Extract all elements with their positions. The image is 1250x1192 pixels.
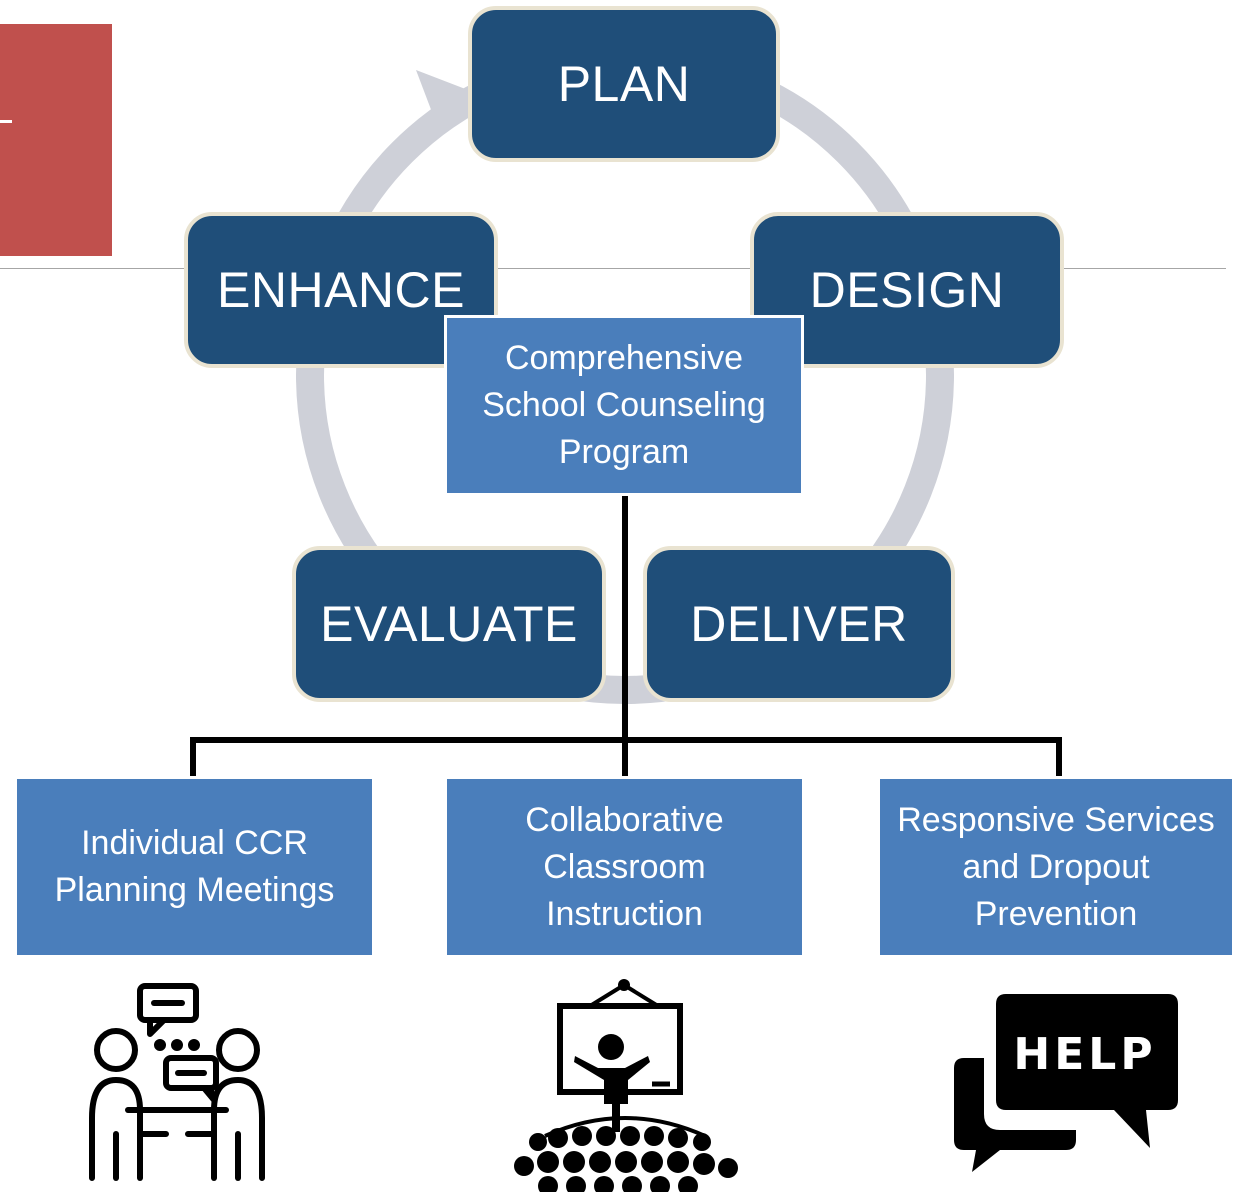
component-1-line-2: Planning Meetings bbox=[54, 871, 335, 909]
component-box-classroom-instruction: Collaborative Classroom Instruction bbox=[447, 779, 802, 955]
accent-block-mark bbox=[0, 120, 12, 123]
component-3-line-2: and Dropout bbox=[962, 847, 1150, 886]
component-3-line-1: Responsive Services bbox=[897, 800, 1215, 839]
program-line-2: School Counseling bbox=[482, 386, 766, 424]
component-box-responsive-services: Responsive Services and Dropout Preventi… bbox=[880, 779, 1232, 955]
program-box: Comprehensive School Counseling Program bbox=[444, 315, 804, 496]
accent-block bbox=[0, 24, 112, 256]
help-icon-text: HELP bbox=[1013, 1029, 1157, 1080]
stage-deliver: DELIVER bbox=[643, 546, 955, 702]
program-line-3: Program bbox=[558, 433, 690, 471]
classroom-teacher-icon bbox=[514, 979, 738, 1192]
cycle-arrow-head bbox=[416, 70, 468, 128]
component-3-line-3: Prevention bbox=[974, 894, 1138, 933]
stage-evaluate: EVALUATE bbox=[292, 546, 606, 702]
component-2-line-3: Instruction bbox=[546, 894, 703, 933]
component-1-line-1: Individual CCR bbox=[81, 824, 308, 862]
stage-plan: PLAN bbox=[468, 6, 780, 162]
component-box-individual-ccr: Individual CCR Planning Meetings bbox=[17, 779, 372, 955]
component-2-line-1: Collaborative bbox=[525, 800, 724, 839]
counseling-meeting-icon bbox=[89, 983, 265, 1181]
horizontal-rule bbox=[0, 268, 1226, 269]
program-line-1: Comprehensive bbox=[504, 339, 744, 377]
help-chat-icon bbox=[954, 994, 1178, 1172]
component-2-line-2: Classroom bbox=[543, 847, 706, 886]
